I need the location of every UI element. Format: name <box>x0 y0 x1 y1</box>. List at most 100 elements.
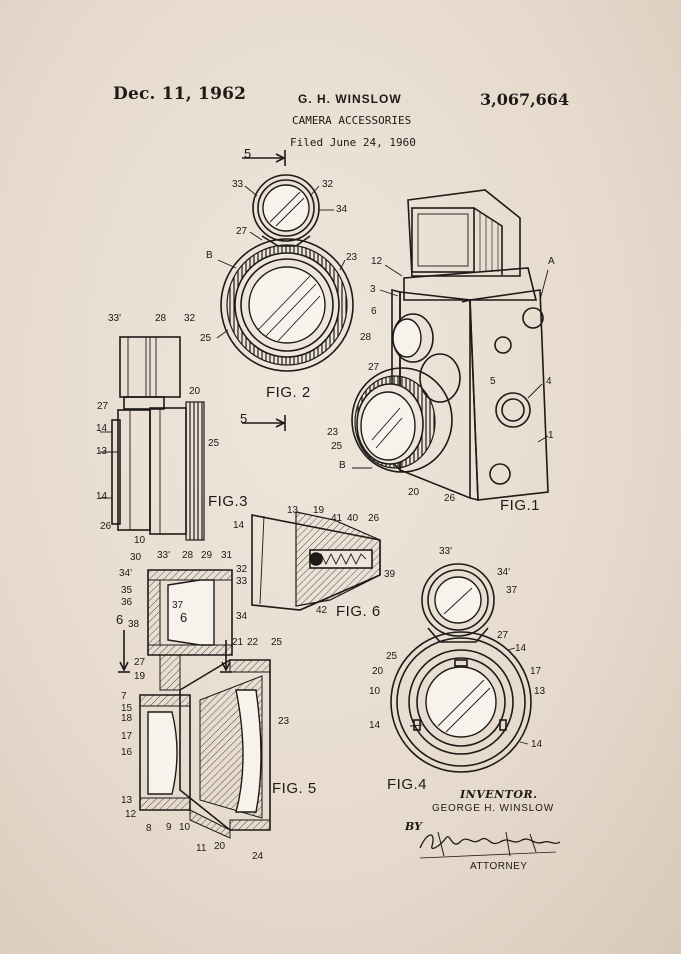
ref-numeral: 42 <box>316 605 328 616</box>
ref-numeral: 25 <box>200 333 212 344</box>
ref-numeral: 10 <box>134 535 146 546</box>
ref-numeral: 13 <box>96 446 108 457</box>
ref-numeral: 34' <box>497 567 511 578</box>
patent-title: CAMERA ACCESSORIES <box>292 114 412 127</box>
ref-numeral: 31 <box>221 550 233 561</box>
figure-3-drawing <box>100 336 205 541</box>
ref-numeral: 23 <box>278 716 290 727</box>
ref-numeral: 15 <box>121 703 133 714</box>
section-mark: 6 <box>180 610 188 625</box>
ref-numeral: 33' <box>439 546 453 557</box>
ref-numeral: 12 <box>371 256 383 267</box>
fig-4-label: FIG.4 <box>387 776 428 793</box>
section-mark: 5 <box>240 411 248 426</box>
ref-numeral: 33' <box>157 550 171 561</box>
ref-numeral: 33' <box>108 313 122 324</box>
ref-numeral: B <box>339 460 346 471</box>
figure-4-drawing <box>390 563 532 773</box>
ref-numeral: 27 <box>497 630 509 641</box>
ref-numeral: 26 <box>444 493 456 504</box>
inventor-short: G. H. WINSLOW <box>298 92 402 106</box>
ref-numeral: 13 <box>534 686 546 697</box>
ref-numeral: 19 <box>134 671 146 682</box>
ref-numeral: 25 <box>208 438 220 449</box>
ref-numeral: 1 <box>548 430 554 441</box>
section-mark: 5 <box>244 146 252 161</box>
ref-numeral: 33 <box>236 576 248 587</box>
ref-numeral: 24 <box>252 851 264 862</box>
ref-numeral: 27 <box>368 362 380 373</box>
ref-numeral: 32 <box>236 564 248 575</box>
ref-numeral: 35 <box>121 585 133 596</box>
patent-date: Dec. 11, 1962 <box>113 84 247 104</box>
ref-numeral: 18 <box>121 713 133 724</box>
attorney-label: ATTORNEY <box>470 861 528 872</box>
ref-numeral: 34 <box>236 611 248 622</box>
ref-numeral: 20 <box>408 487 420 498</box>
ref-numeral: 28 <box>182 550 194 561</box>
ref-numeral: 14 <box>531 739 543 750</box>
ref-numeral: 41 <box>331 513 343 524</box>
ref-numeral: 25 <box>386 651 398 662</box>
ref-numeral: 13 <box>121 795 133 806</box>
ref-numeral: 36 <box>121 597 133 608</box>
ref-numeral: 17 <box>121 731 133 742</box>
ref-numeral: 25 <box>331 441 343 452</box>
ref-numeral: 5 <box>490 376 496 387</box>
ref-numeral: 21 <box>232 637 244 648</box>
ref-numeral: 32 <box>184 313 196 324</box>
ref-numeral: 20 <box>189 386 201 397</box>
ref-numeral: 14 <box>233 520 245 531</box>
ref-numeral: 9 <box>166 822 172 833</box>
ref-numeral: B <box>206 250 213 261</box>
inventor-label: INVENTOR. <box>460 788 538 801</box>
ref-numeral: 14 <box>96 423 108 434</box>
ref-numeral: 20 <box>372 666 384 677</box>
ref-numeral: 34 <box>336 204 348 215</box>
ref-numeral: 8 <box>146 823 152 834</box>
figure-6-drawing <box>251 511 381 611</box>
ref-numeral: 14 <box>369 720 381 731</box>
ref-numeral: 27 <box>134 657 146 668</box>
fig-2-label: FIG. 2 <box>266 384 311 401</box>
ref-numeral: 28 <box>360 332 372 343</box>
ref-numeral: 3 <box>370 284 376 295</box>
ref-numeral: 22 <box>247 637 259 648</box>
ref-numeral: 25 <box>271 637 283 648</box>
ref-numeral: 10 <box>179 822 191 833</box>
ref-numeral: 19 <box>313 505 325 516</box>
ref-numeral: 26 <box>100 521 112 532</box>
ref-numeral: 39 <box>384 569 396 580</box>
ref-numeral: 20 <box>214 841 226 852</box>
section-mark: 6 <box>116 612 124 627</box>
ref-numeral: 17 <box>530 666 542 677</box>
ref-numeral: 37 <box>172 600 184 611</box>
figure-1-drawing <box>351 189 549 502</box>
ref-numeral: 13 <box>287 505 299 516</box>
filed-date: Filed June 24, 1960 <box>290 136 416 149</box>
ref-numeral: 6 <box>371 306 377 317</box>
ref-numeral: 12 <box>125 809 137 820</box>
figure-2-drawing <box>216 150 354 431</box>
patent-number: 3,067,664 <box>480 90 570 109</box>
ref-numeral: 16 <box>121 747 133 758</box>
ref-numeral: 11 <box>196 843 207 854</box>
ref-numeral: 23 <box>327 427 339 438</box>
ref-numeral: 27 <box>97 401 109 412</box>
fig-5-label: FIG. 5 <box>272 780 317 797</box>
inventor-name: GEORGE H. WINSLOW <box>432 803 554 814</box>
ref-numeral: 10 <box>369 686 381 697</box>
by-label: BY <box>405 820 422 833</box>
ref-numeral: A <box>548 256 555 267</box>
ref-numeral: 7 <box>121 691 127 702</box>
ref-numeral: 40 <box>347 513 359 524</box>
ref-numeral: 30 <box>130 552 142 563</box>
ref-numeral: 14 <box>515 643 527 654</box>
ref-numeral: 34' <box>119 568 133 579</box>
fig-3-label: FIG.3 <box>208 493 249 510</box>
ref-numeral: 28 <box>155 313 167 324</box>
ref-numeral: 23 <box>346 252 358 263</box>
ref-numeral: 4 <box>546 376 552 387</box>
